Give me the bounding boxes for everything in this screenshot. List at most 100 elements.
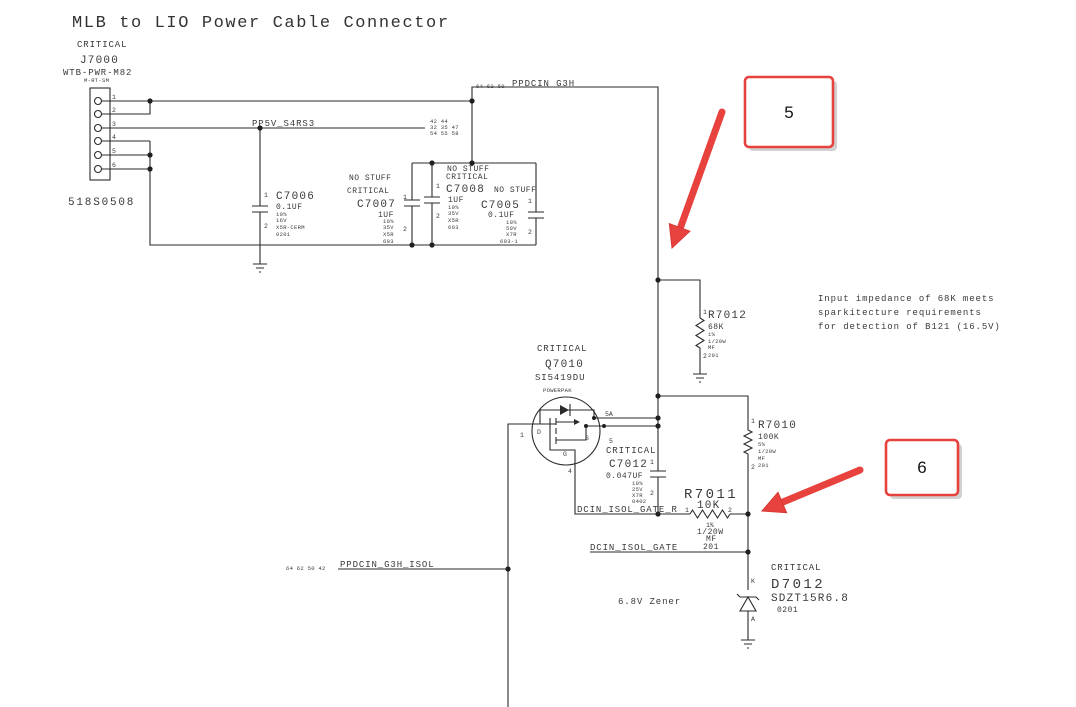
wire-ppdcin-g3h xyxy=(471,86,659,426)
q7010-part: SI5419DU xyxy=(535,373,585,383)
j7000-pin-1 xyxy=(93,96,103,106)
j7000-pin-2 xyxy=(93,109,103,119)
c7006-package: 0201 xyxy=(276,231,291,238)
c7006-ref: C7006 xyxy=(276,191,315,203)
r7010-package: 201 xyxy=(758,462,769,469)
r7010-value: 100K xyxy=(758,433,779,442)
wire-r7010 xyxy=(658,395,749,590)
c7012-package: 0402 xyxy=(632,498,646,505)
r7011-value: 10K xyxy=(697,500,720,512)
c7008-tol: 10% xyxy=(448,204,459,211)
c7007-dielectric: X5R xyxy=(383,231,394,238)
c7008-package: 603 xyxy=(448,224,459,231)
r7010-power: 1/20W xyxy=(758,448,776,455)
c7005-pin2: 2 xyxy=(528,229,532,236)
j7000-body xyxy=(89,87,111,181)
c7008-value: 1UF xyxy=(448,196,464,205)
c7006-value: 0.1UF xyxy=(276,203,303,212)
junction-dot xyxy=(147,166,153,172)
c7008-dielectric: X5R xyxy=(448,217,459,224)
c7006-voltage: 16V xyxy=(276,217,287,224)
j7000-pin-5 xyxy=(93,150,103,160)
r7010-tol: 5% xyxy=(758,441,766,448)
net-ppdcin-g3h: PPDCIN_G3H xyxy=(512,79,575,89)
c7005-value: 0.1UF xyxy=(488,211,515,220)
net-ppdcin-g3h-isol: PPDCIN_G3H_ISOL xyxy=(340,560,435,570)
c7008-symbol xyxy=(424,163,440,245)
resistor-r7012: 1 R7012 68K 1% 1/20W MF 201 2 xyxy=(693,309,747,383)
q7010-pin-g: 4 xyxy=(568,468,572,475)
d7012-pin-a: A xyxy=(751,616,755,623)
q7010-pin-s: 5 xyxy=(609,438,613,445)
c7012-tol: 10% xyxy=(632,480,643,487)
net-pp5v-s4rs3: PP5V_S4RS3 xyxy=(252,119,315,129)
junction-dot xyxy=(469,98,475,104)
c7005-stuff: NO STUFF xyxy=(494,186,536,195)
r7012-power: 1/20W xyxy=(708,338,726,345)
junction-dot xyxy=(469,160,475,166)
net-ppdcin-g3h-isol-pages: 64 62 50 42 xyxy=(286,565,326,572)
q7010-pin-d: 1 xyxy=(520,432,524,439)
resistor-r7010: 1 R7010 100K 5% 1/20W MF 201 2 xyxy=(742,418,796,471)
note-line-1: Input impedance of 68K meets xyxy=(818,294,994,304)
c7006-pin2: 2 xyxy=(264,223,268,230)
c7005-tol: 10% xyxy=(506,219,517,226)
net-pp5v-pages-2: 32 35 47 xyxy=(430,124,459,131)
c7012-ref: C7012 xyxy=(609,459,648,471)
junction-dot xyxy=(584,424,588,428)
junction-dot xyxy=(147,152,153,158)
junction-dot xyxy=(147,98,153,104)
r7012-zigzag xyxy=(694,317,706,349)
c7005-package: 603-1 xyxy=(500,238,518,245)
j7000-pin-label-5: 5 xyxy=(112,148,116,155)
capacitor-c7008: NO STUFF CRITICAL C7008 1UF 10% 35V X5R … xyxy=(424,163,489,245)
callout-5-label: 5 xyxy=(784,103,793,122)
callout-6-box xyxy=(884,438,960,497)
c7008-stuff: NO STUFF xyxy=(447,165,489,174)
d7012-pin-k: K xyxy=(751,578,755,585)
callout-6: 6 xyxy=(760,438,962,514)
c7007-critical: CRITICAL xyxy=(347,187,389,196)
mosfet-q7010: CRITICAL Q7010 SI5419DU POWERPAK D S G 5… xyxy=(520,344,613,475)
capacitor-c7006: 1 2 C7006 0.1UF 10% 16V X5R-CERM 0201 xyxy=(252,128,315,273)
c7007-value: 1UF xyxy=(378,211,394,220)
q7010-label-s: S xyxy=(585,435,589,442)
q7010-ref: Q7010 xyxy=(545,359,584,371)
q7010-label-d: D xyxy=(537,429,541,436)
c7007-stuff: NO STUFF xyxy=(349,174,391,183)
note-line-3: for detection of B121 (16.5V) xyxy=(818,322,1001,332)
junction-dot xyxy=(745,549,751,555)
page-title: MLB to LIO Power Cable Connector xyxy=(72,14,450,33)
diode-icon xyxy=(560,405,569,415)
capacitor-c7012: CRITICAL C7012 1 0.047UF 10% 25V X7R 040… xyxy=(606,426,666,514)
ground-icon xyxy=(741,639,755,649)
net-pp5v-pages-1: 42 44 xyxy=(430,118,448,125)
r7012-ref: R7012 xyxy=(708,310,747,322)
j7000-part: WTB-PWR-M82 xyxy=(63,68,132,78)
q7010-label-g: G xyxy=(563,451,567,458)
q7010-critical: CRITICAL xyxy=(537,344,587,354)
j7000-pin-3 xyxy=(93,123,103,133)
junction-dot xyxy=(602,424,606,428)
r7011-pin1: 1 xyxy=(685,507,689,514)
q7010-body xyxy=(531,396,601,466)
c7012-pin1: 1 xyxy=(650,459,654,466)
junction-dot xyxy=(592,416,596,420)
resistor-r7011: R7011 10K 1 2 1% 1/20W MF 201 xyxy=(684,487,736,552)
q7010-current: 5A xyxy=(605,411,613,418)
r7012-pin2: 2 xyxy=(703,353,707,360)
c7005-symbol xyxy=(528,163,544,245)
c7012-pin2: 2 xyxy=(650,490,654,497)
wire-gnd-pins xyxy=(101,140,536,246)
r7011-type: MF xyxy=(706,535,717,544)
r7010-zigzag xyxy=(742,429,754,455)
j7000-critical: CRITICAL xyxy=(77,40,127,50)
zener-d7012: CRITICAL D7012 SDZT15R6.8 0201 K A 6.8V … xyxy=(618,563,848,649)
r7011-power: 1/20W xyxy=(697,528,724,537)
net-ppdcin-g3h-pages: 64 62 50 xyxy=(476,83,505,90)
c7007-ref: C7007 xyxy=(357,199,396,211)
c7008-pin2: 2 xyxy=(436,213,440,220)
c7007-symbol xyxy=(404,163,420,245)
c7005-voltage: 50V xyxy=(506,225,517,232)
